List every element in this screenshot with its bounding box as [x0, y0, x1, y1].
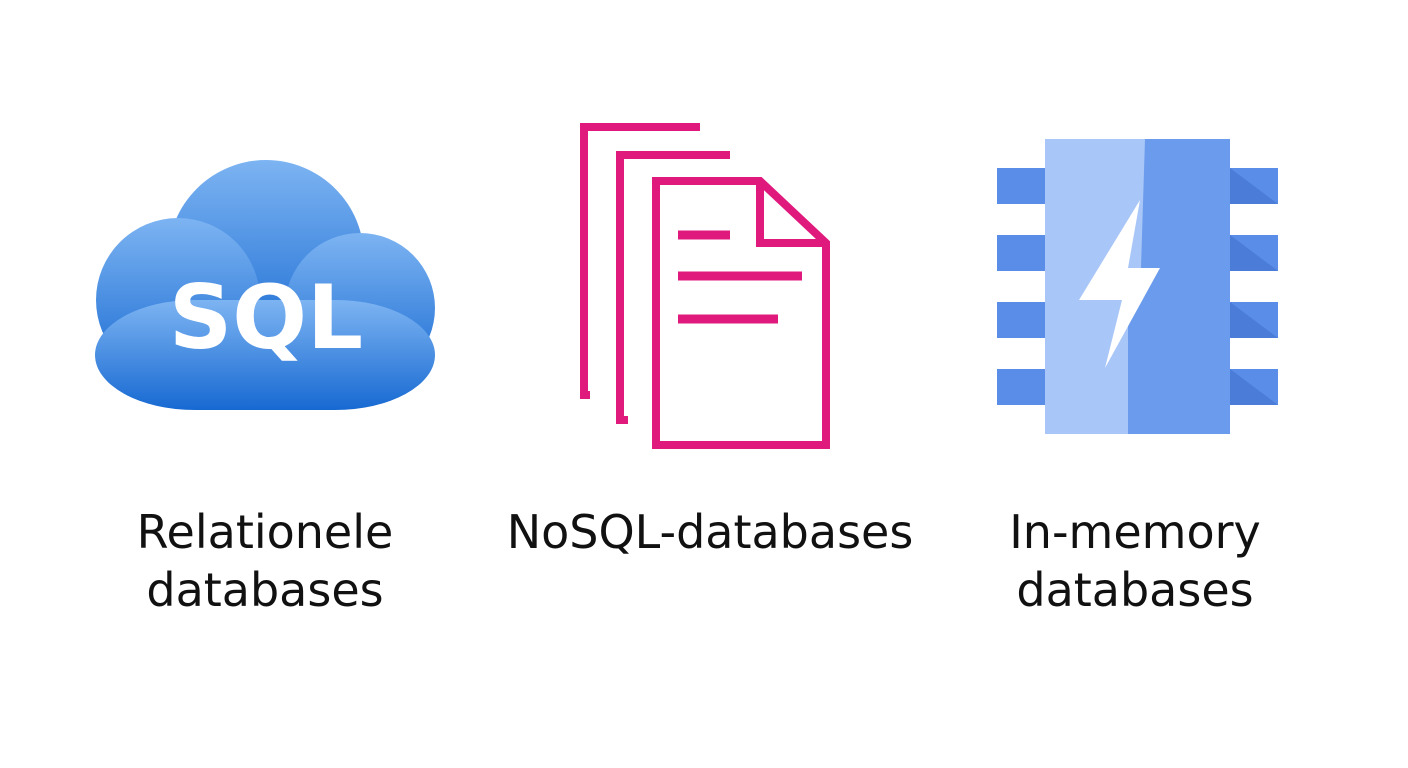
back-document: [580, 123, 700, 399]
caption-relational: Relationele databases: [95, 503, 435, 619]
middle-document: [616, 151, 730, 424]
chip-pins-right: [1230, 168, 1278, 405]
chip-shade: [1128, 139, 1230, 434]
sql-label: SQL: [169, 266, 363, 369]
caption-in-memory: In-memory databases: [975, 503, 1295, 619]
caption-in-memory-line1: In-memory: [1009, 505, 1261, 559]
caption-nosql: NoSQL-databases: [470, 503, 950, 561]
caption-in-memory-line2: databases: [1016, 563, 1254, 617]
sql-cloud-icon: SQL: [95, 160, 435, 410]
lightning-bolt: [1079, 200, 1160, 368]
caption-relational-line1: Relationele: [136, 505, 394, 559]
memory-chip-lightning-icon: [997, 139, 1278, 434]
chip-pins-left: [997, 168, 1045, 405]
stacked-documents-icon: [580, 123, 830, 449]
caption-relational-line2: databases: [146, 563, 384, 617]
front-document: [652, 177, 830, 449]
caption-nosql-line1: NoSQL-databases: [506, 505, 914, 559]
cloud-shape: [95, 160, 435, 410]
folded-corner: [756, 181, 826, 247]
